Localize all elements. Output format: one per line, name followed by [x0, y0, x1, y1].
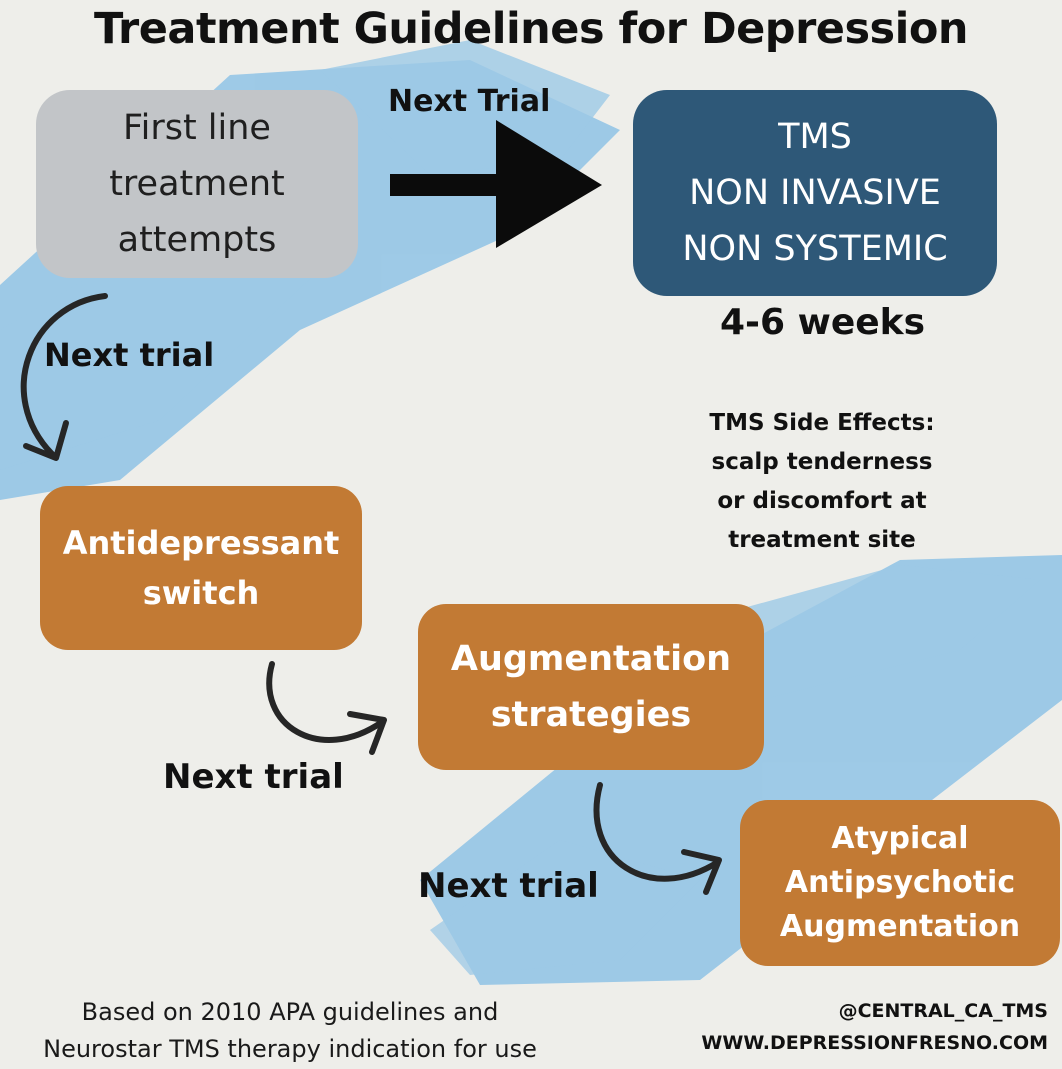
- box-line: Augmentation: [450, 639, 732, 679]
- box-line: strategies: [490, 695, 692, 735]
- arrow-to-tms: [390, 120, 602, 248]
- box-line: TMS: [778, 117, 852, 157]
- arrow-label-to-switch: Next trial: [44, 336, 215, 374]
- side-effects-line: or discomfort at: [717, 488, 927, 514]
- box-line: First line: [123, 108, 271, 148]
- box-line: NON SYSTEMIC: [682, 229, 948, 269]
- augmentation-strategies-box: Augmentation strategies: [418, 604, 764, 770]
- source-line: Based on 2010 APA guidelines and: [81, 998, 499, 1026]
- social-handle: @CENTRAL_CA_TMS: [838, 1000, 1048, 1022]
- curved-arrow-to-augmentation: [266, 661, 387, 755]
- tms-side-effects: TMS Side Effects: scalp tenderness or di…: [686, 404, 958, 560]
- side-effects-line: scalp tenderness: [711, 449, 933, 475]
- box-line: Augmentation: [779, 909, 1021, 944]
- box-line: treatment: [109, 164, 285, 204]
- box-line: Antidepressant: [62, 524, 340, 562]
- box-line: switch: [142, 574, 260, 612]
- curved-arrow-to-switch: [20, 293, 108, 461]
- source-line: Neurostar TMS therapy indication for use: [43, 1035, 537, 1063]
- arrow-label-to-tms: Next Trial: [388, 84, 551, 119]
- box-line: Antipsychotic: [784, 865, 1016, 900]
- arrow-label-to-atypical: Next trial: [418, 866, 599, 906]
- side-effects-line: TMS Side Effects:: [709, 410, 935, 436]
- arrow-label-to-augmentation: Next trial: [163, 757, 344, 797]
- side-effects-line: treatment site: [728, 527, 916, 553]
- tms-box: TMS NON INVASIVE NON SYSTEMIC: [633, 90, 997, 296]
- box-line: NON INVASIVE: [689, 173, 941, 213]
- website-url: WWW.DEPRESSIONFRESNO.COM: [701, 1032, 1048, 1054]
- atypical-antipsychotic-box: Atypical Antipsychotic Augmentation: [740, 800, 1060, 966]
- page-title: Treatment Guidelines for Depression: [93, 4, 969, 54]
- first-line-treatment-box: First line treatment attempts: [36, 90, 358, 278]
- box-line: attempts: [117, 220, 277, 260]
- source-note: Based on 2010 APA guidelines and Neurost…: [10, 994, 570, 1068]
- tms-duration: 4-6 weeks: [720, 302, 926, 343]
- box-line: Atypical: [831, 821, 969, 856]
- curved-arrow-to-atypical: [593, 782, 722, 895]
- contact-info: @CENTRAL_CA_TMS WWW.DEPRESSIONFRESNO.COM: [701, 995, 1048, 1059]
- antidepressant-switch-box: Antidepressant switch: [40, 486, 362, 650]
